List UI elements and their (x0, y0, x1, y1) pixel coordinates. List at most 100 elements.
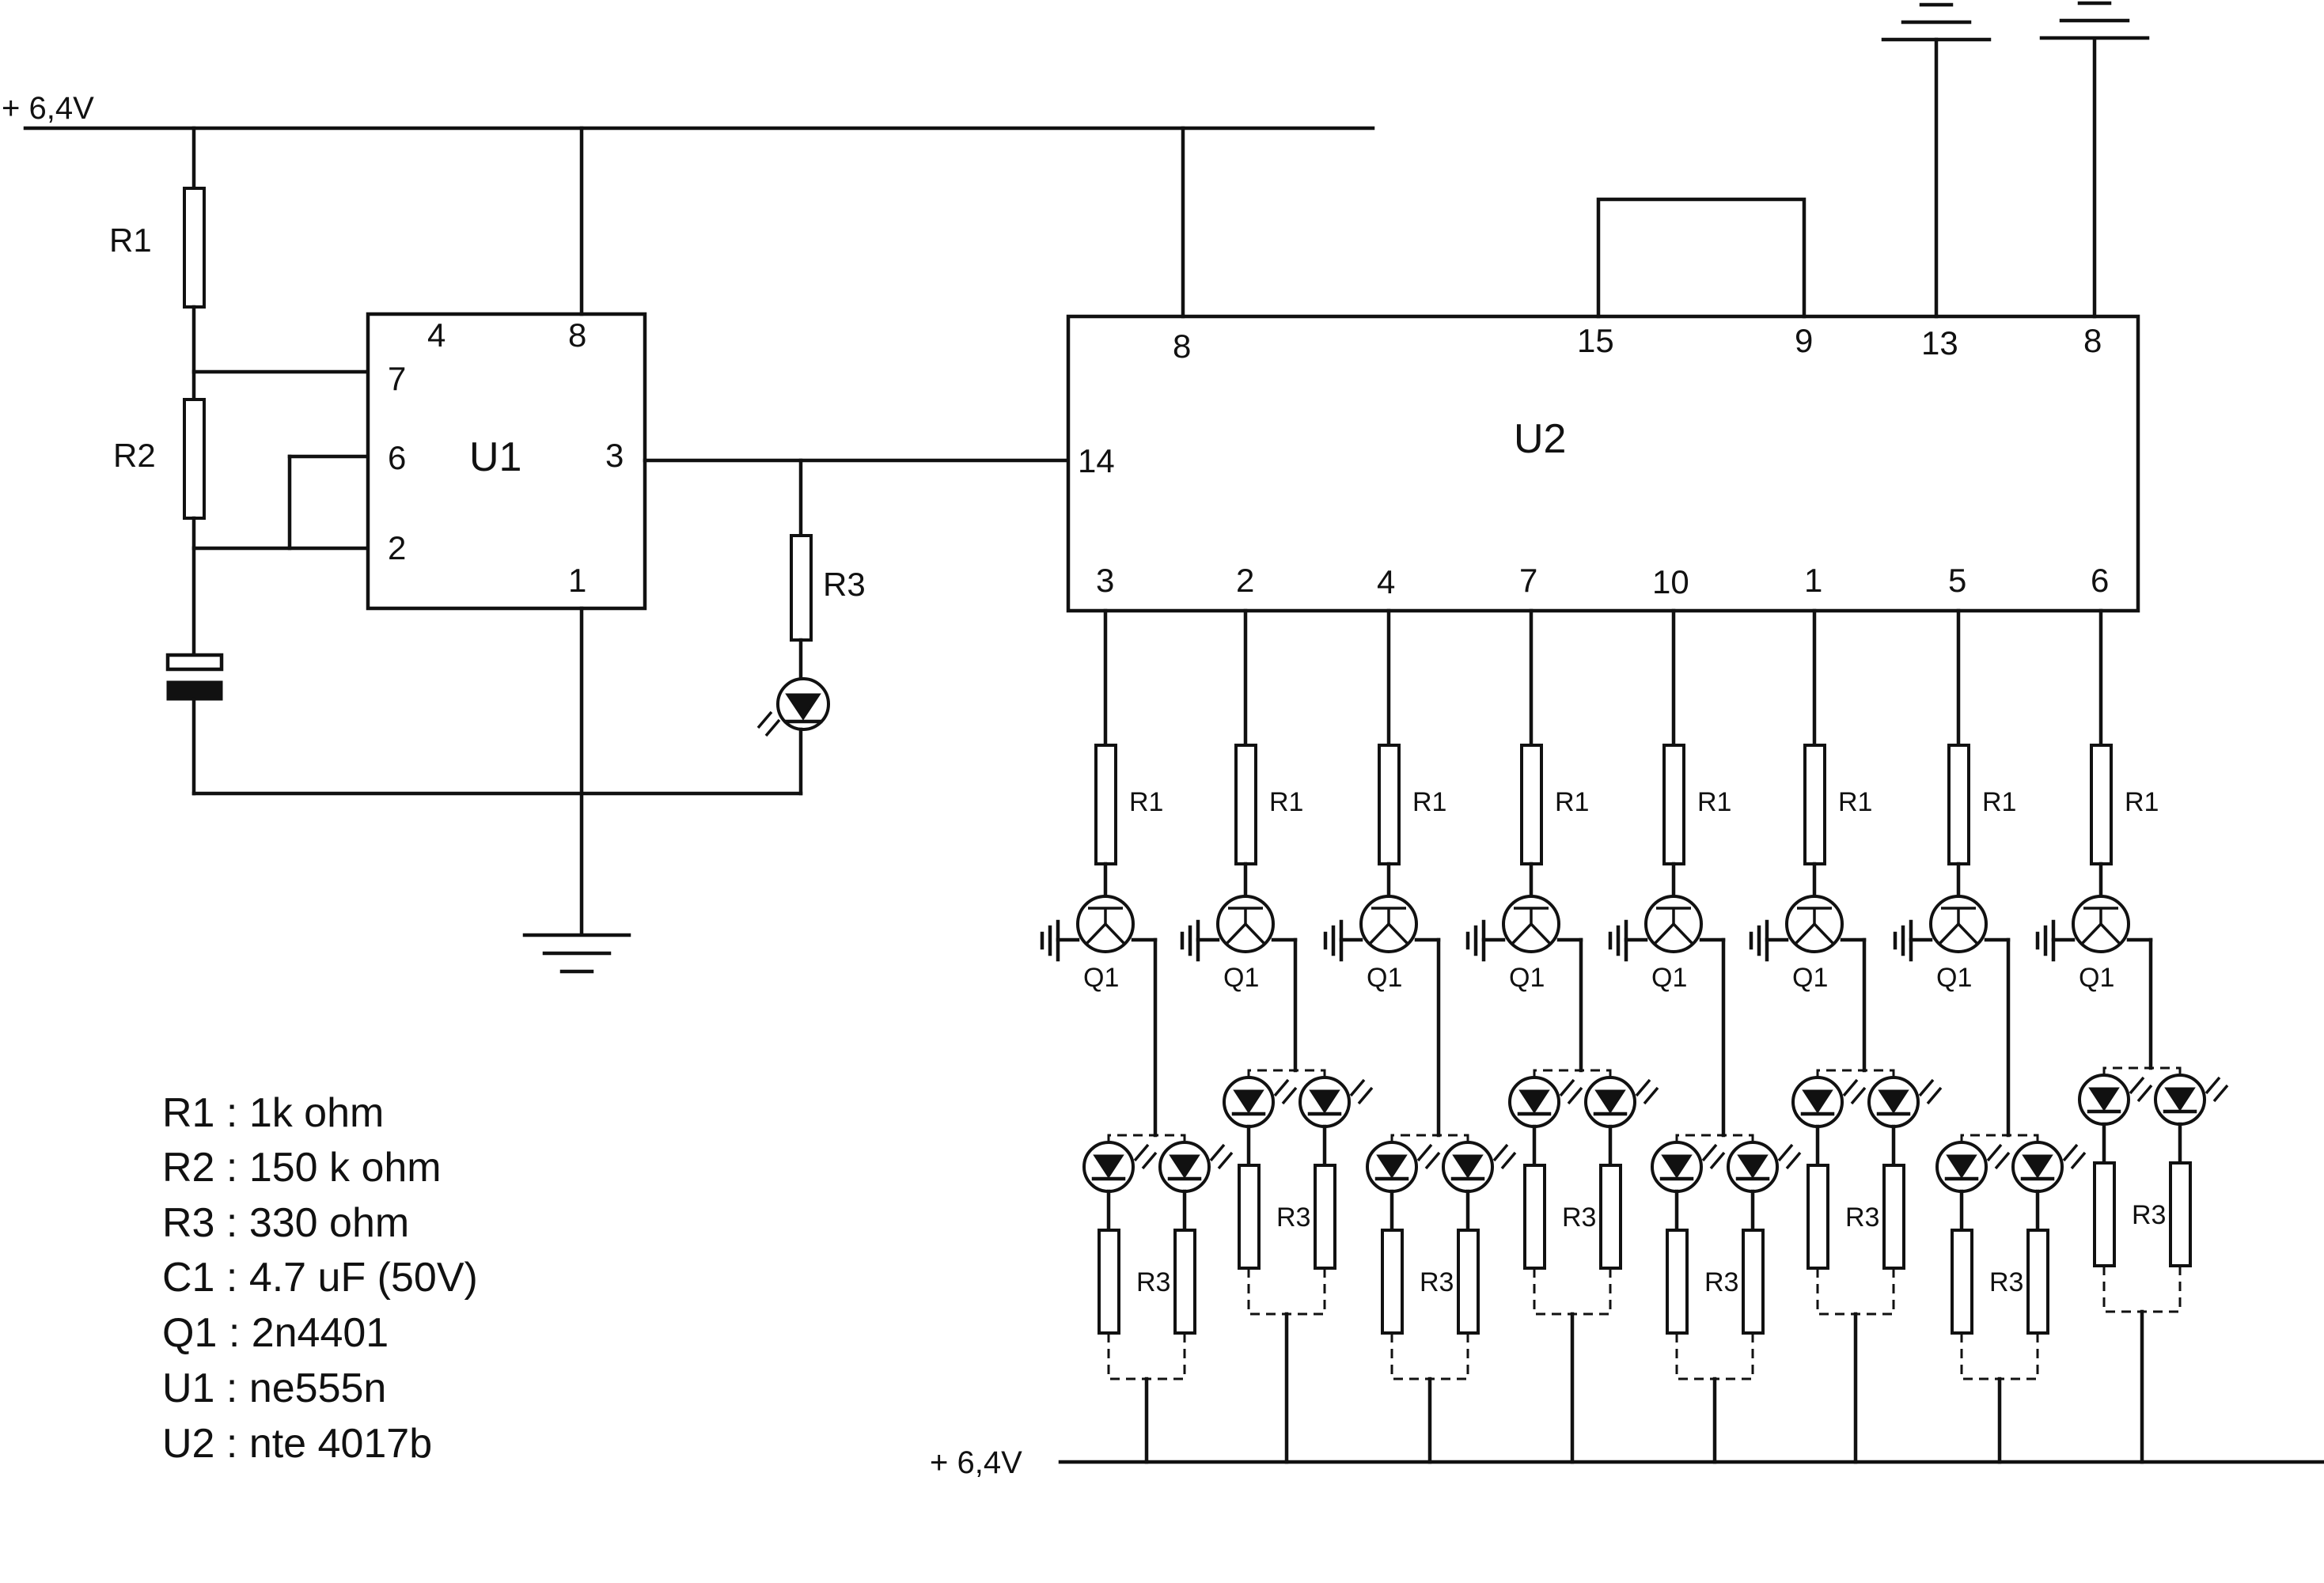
led-resistor-r3 (2169, 1161, 2192, 1267)
led-light-ray (1701, 1143, 1718, 1162)
led-resistor-label: R3 (1845, 1202, 1879, 1233)
led-resistor-r3 (1807, 1164, 1829, 1270)
u2-pin-15: 15 (1577, 322, 1614, 359)
led-resistor-label: R3 (1136, 1267, 1170, 1297)
led-resistor-r3 (1951, 1229, 1973, 1335)
legend-line: U2 : nte 4017b (162, 1421, 432, 1467)
legend-line: R3 : 330 ohm (162, 1200, 409, 1246)
led-light-ray (1349, 1078, 1366, 1097)
transistor-lead (1813, 922, 1835, 945)
u1-pin-2: 2 (388, 529, 406, 566)
led-branch-top (1816, 1069, 1895, 1077)
led-light-ray (1777, 1143, 1794, 1162)
transistor-lead (1368, 922, 1390, 945)
u2-chip (1066, 314, 2140, 613)
transistor-lead (1957, 922, 1979, 945)
transistor-lead (1085, 922, 1107, 945)
transistor-lead (1794, 922, 1816, 945)
driver-stages: R1Q1R3R1Q1R3R1Q1R3R1Q1R3R1Q1R3R1Q1R3R1Q1… (1040, 608, 2229, 1464)
supply-label-top: + 6,4V (2, 91, 94, 126)
led-branch-top (2102, 1066, 2182, 1075)
legend-line: U1 : ne555n (162, 1365, 386, 1411)
base-resistor-label: R1 (1697, 787, 1731, 817)
transistor-label: Q1 (1509, 963, 1545, 993)
led-branch-top (1675, 1134, 1754, 1142)
led-light-ray (1424, 1151, 1441, 1170)
u2-pin-9: 9 (1795, 322, 1813, 359)
led-branch-bottom (1816, 1268, 1895, 1316)
transistor-lead (2099, 922, 2121, 945)
led-light-ray (1635, 1078, 1651, 1097)
led-light-ray (1133, 1143, 1150, 1162)
base-resistor-r1 (1947, 744, 1970, 865)
led-anode-mark (1594, 1089, 1626, 1114)
u1-pin-3: 3 (605, 437, 624, 474)
led-resistor-r3 (1238, 1164, 1261, 1270)
transistor-lead (1938, 922, 1960, 945)
led-light-ray (2070, 1151, 2087, 1170)
led-branch-top (1960, 1134, 2039, 1142)
led-resistor-r3 (1666, 1229, 1689, 1335)
led-light-ray (1492, 1143, 1509, 1162)
led-anode-mark (1661, 1154, 1693, 1179)
base-resistor-label: R1 (1412, 787, 1446, 817)
u2-out-pin-label: 4 (1377, 563, 1395, 600)
u2-out-pin-label: 6 (2091, 562, 2109, 599)
u2-pin8-ground-icon (2039, 1, 2150, 40)
legend-line: Q1 : 2n4401 (162, 1310, 389, 1356)
u1-pin-1: 1 (568, 562, 586, 599)
component-legend: R1 : 1k ohm R2 : 150 k ohm R3 : 330 ohm … (162, 1090, 478, 1467)
led-resistor-r3 (1742, 1229, 1765, 1335)
transistor-label: Q1 (1936, 963, 1972, 993)
u1-pin-4: 4 (427, 316, 445, 354)
led-light-ray (1850, 1086, 1867, 1105)
led-resistor-label: R3 (1562, 1202, 1596, 1233)
u1-resistor-r3 (790, 534, 813, 642)
u2-counter-section: U2 8 15 9 13 8 14 (1066, 1, 2150, 613)
u1-capacitor-plate-top (165, 653, 224, 672)
led-light-ray (2129, 1076, 2145, 1095)
base-resistor-r1 (1094, 744, 1117, 865)
transistor-lead (1244, 922, 1266, 945)
led-light-ray (1273, 1078, 1290, 1097)
led-light-ray (2205, 1076, 2221, 1095)
transistor-lead (2080, 922, 2102, 945)
led-branch-bottom (1390, 1333, 1469, 1380)
led-light-ray (1709, 1151, 1726, 1170)
legend-line: R1 : 1k ohm (162, 1090, 384, 1136)
u1-chip-label: U1 (469, 434, 521, 480)
led-anode-mark (1376, 1154, 1408, 1179)
base-resistor-label: R1 (1269, 787, 1303, 817)
u1-r2-label: R2 (113, 437, 156, 474)
base-resistor-label: R1 (1555, 787, 1589, 817)
base-resistor-r1 (2090, 744, 2113, 865)
led-anode-mark (1518, 1089, 1550, 1114)
led-anode-mark (2164, 1087, 2196, 1112)
led-anode-mark (1233, 1089, 1264, 1114)
led-resistor-r3 (2026, 1229, 2049, 1335)
u2-out-pin-label: 2 (1236, 562, 1254, 599)
led-light-ray (1567, 1086, 1583, 1105)
led-resistor-label: R3 (1704, 1267, 1738, 1297)
led-anode-mark (1452, 1154, 1484, 1179)
led-light-ray (1500, 1151, 1517, 1170)
led-branch-top (1390, 1134, 1469, 1142)
led-anode-mark (1169, 1154, 1200, 1179)
led-branch-top (1533, 1069, 1612, 1077)
u2-pin13-ground-icon (1881, 2, 1992, 42)
transistor-lead (1387, 922, 1409, 945)
base-resistor-r1 (1803, 744, 1826, 865)
led-anode-mark (1093, 1154, 1124, 1179)
u1-chip (366, 312, 647, 611)
base-resistor-r1 (1520, 744, 1543, 865)
led-branch-top (1107, 1134, 1186, 1142)
u1-r3-label: R3 (823, 566, 866, 603)
base-resistor-label: R1 (1838, 787, 1872, 817)
